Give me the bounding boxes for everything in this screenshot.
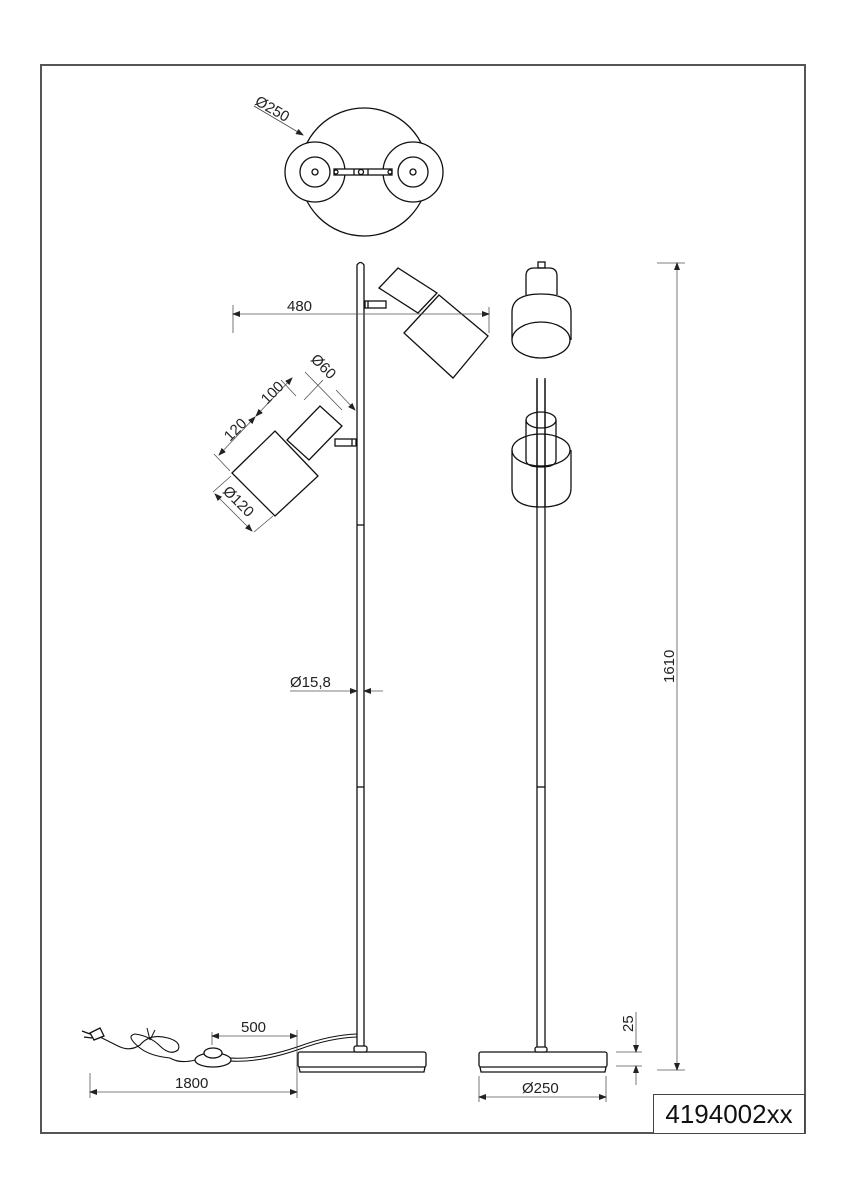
dim-total-height: 1610 [661,650,678,683]
dim-shade-small-diameter: Ø60 [307,351,339,383]
dim-cable-length: 1800 [175,1075,208,1092]
product-code: 4194002xx [665,1098,793,1129]
dim-base-height: 25 [620,1015,637,1032]
drawing-frame [40,64,806,1134]
side-view-dimensions [89,305,490,1098]
top-view [253,105,444,237]
dim-base-diameter: Ø250 [522,1080,559,1097]
dim-pole-diameter: Ø15,8 [290,674,331,691]
front-view-dimensions [478,262,685,1102]
dim-switch-distance: 500 [241,1019,266,1036]
dim-arm-reach: 480 [287,298,312,315]
front-view [478,261,608,1073]
dim-shade-length-120: 120 [221,415,251,445]
dim-top-diameter: Ø250 [252,93,292,126]
product-code-box: 4194002xx [653,1094,805,1134]
